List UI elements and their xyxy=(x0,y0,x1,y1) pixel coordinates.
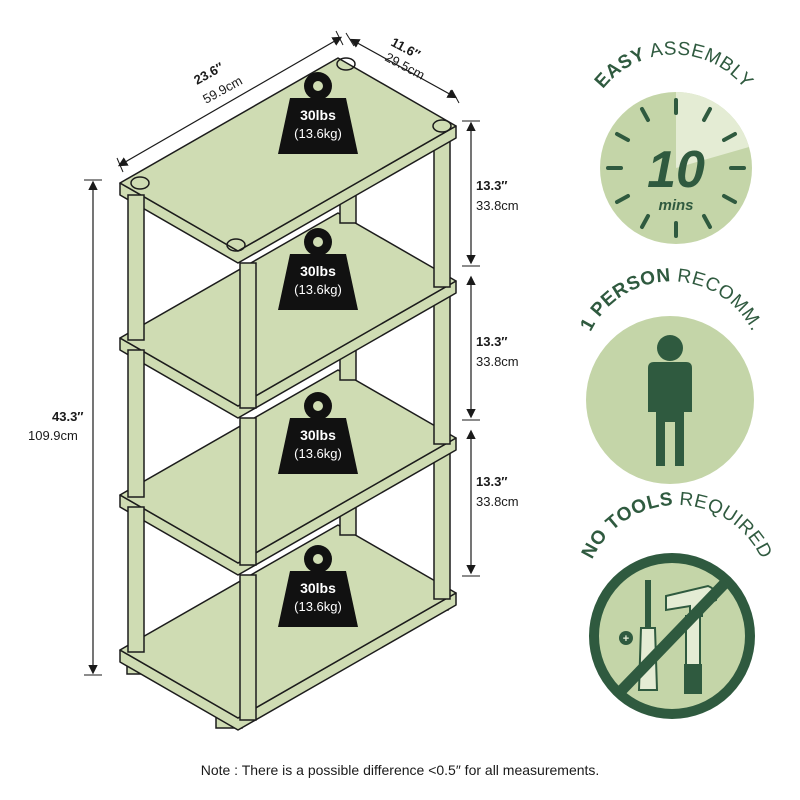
weight-badge-second: 30lbs (13.6kg) xyxy=(278,228,358,310)
person-icon xyxy=(648,335,692,466)
weight-badge-bottom: 30lbs (13.6kg) xyxy=(278,545,358,627)
weight-kg: (13.6kg) xyxy=(294,599,342,614)
post-hole xyxy=(130,176,150,190)
spacing-1-cm: 33.8cm xyxy=(476,198,519,213)
weight-lbs: 30lbs xyxy=(300,107,336,123)
easy-assembly-badge: EASY ASSEMBLY 10 mins xyxy=(591,38,757,244)
shelf-post-front xyxy=(239,417,257,566)
post-hole xyxy=(432,119,452,133)
spacing-1-inches: 13.3″ xyxy=(476,178,508,193)
shelf-unit xyxy=(119,57,457,731)
weight-icon xyxy=(278,254,358,310)
no-tools-badge: NO TOOLS REQUIRED + xyxy=(578,489,776,719)
spacing-3-inches: 13.3″ xyxy=(476,474,508,489)
weight-lbs: 30lbs xyxy=(300,427,336,443)
spacing-3-cm: 33.8cm xyxy=(476,494,519,509)
no-tools-label: NO TOOLS REQUIRED xyxy=(578,489,776,562)
weight-icon xyxy=(278,571,358,627)
dimension-shelf-spacing: 13.3″ 33.8cm 13.3″ 33.8cm 13.3″ 33.8cm xyxy=(462,120,519,577)
shelf-post-front xyxy=(127,349,145,498)
weight-icon xyxy=(278,418,358,474)
no-tools-icon: + xyxy=(616,578,730,696)
shelf-post-front xyxy=(127,194,145,341)
shelf-post-back xyxy=(433,441,451,600)
weight-kg: (13.6kg) xyxy=(294,282,342,297)
weight-lbs: 30lbs xyxy=(300,263,336,279)
shelf-post-back xyxy=(433,284,451,445)
weight-lbs: 30lbs xyxy=(300,580,336,596)
shelf-post-front xyxy=(239,574,257,721)
post-hole xyxy=(226,238,246,252)
weight-badge-third: 30lbs (13.6kg) xyxy=(278,392,358,474)
spacing-2-inches: 13.3″ xyxy=(476,334,508,349)
assembly-unit: mins xyxy=(658,197,693,214)
weight-icon xyxy=(278,98,358,154)
assembly-minutes: 10 xyxy=(647,141,705,199)
measurement-note: Note : There is a possible difference <0… xyxy=(200,762,600,778)
height-inches: 43.3″ xyxy=(52,409,84,424)
spacing-2-cm: 33.8cm xyxy=(476,354,519,369)
weight-kg: (13.6kg) xyxy=(294,126,342,141)
shelf-post-front xyxy=(239,262,257,409)
shelf-post-back xyxy=(433,129,451,288)
one-person-badge: 1 PERSON RECOMM. xyxy=(576,265,766,484)
easy-assembly-label: EASY ASSEMBLY xyxy=(591,38,757,92)
weight-kg: (13.6kg) xyxy=(294,446,342,461)
height-cm: 109.9cm xyxy=(28,428,78,443)
dimension-height: 43.3″ 109.9cm xyxy=(28,179,102,676)
weight-badge-top: 30lbs (13.6kg) xyxy=(278,72,358,154)
svg-text:+: + xyxy=(623,633,629,645)
shelf-post-front xyxy=(127,506,145,653)
